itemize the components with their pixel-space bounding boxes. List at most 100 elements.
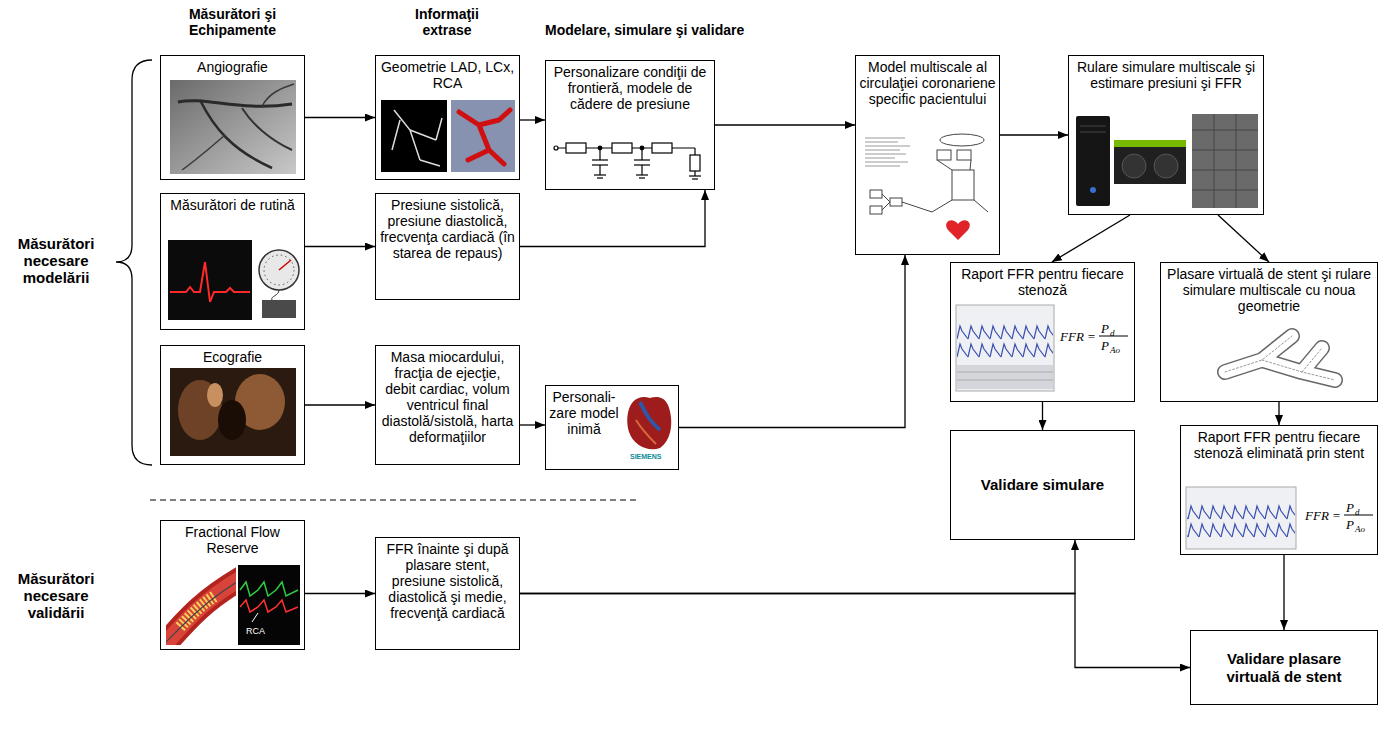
process-box: Ecografie bbox=[160, 345, 305, 465]
formula-text: P bbox=[1101, 338, 1109, 353]
process-box: Presiune sistolică, presiune diastolică,… bbox=[375, 193, 520, 300]
circuit-symbol bbox=[612, 143, 632, 153]
heart-model-image bbox=[627, 397, 671, 449]
box-text: FFR înainte şi după plasare stent, presi… bbox=[376, 538, 519, 624]
connector-arrow bbox=[305, 404, 375, 405]
ffr-curve-chart bbox=[957, 365, 1053, 389]
circuit-symbol bbox=[694, 171, 695, 176]
process-box: Raport FFR pentru fiecare stenoză elimin… bbox=[1180, 425, 1378, 555]
connector-arrow bbox=[520, 424, 545, 425]
model-schematic-image bbox=[865, 138, 905, 139]
connector-arrow bbox=[305, 117, 375, 118]
connector-arrow bbox=[679, 255, 905, 428]
separator-line bbox=[150, 499, 640, 500]
ffr-curve-chart bbox=[957, 380, 1053, 381]
box-text: Raport FFR pentru fiecare stenoză bbox=[951, 263, 1134, 301]
brace bbox=[116, 60, 152, 465]
box-text: Model multiscale al circulaţiei coronari… bbox=[856, 56, 999, 110]
ffr-curve-chart bbox=[1186, 487, 1296, 549]
circuit-symbol bbox=[690, 155, 700, 171]
vessel-mesh-image bbox=[459, 110, 510, 164]
validation-box: Validare plasare virtuală de stent bbox=[1190, 630, 1378, 705]
ffr-curve-chart bbox=[956, 305, 1054, 391]
angiography-image bbox=[200, 100, 272, 168]
circuit-symbol bbox=[597, 177, 603, 178]
model-schematic-image bbox=[870, 190, 882, 198]
ffr-wire-image bbox=[166, 580, 236, 645]
box-text: Plasare virtuală de stent şi rulare simu… bbox=[1161, 263, 1377, 317]
model-schematic-image bbox=[865, 154, 906, 155]
group-label: Măsurători necesare modelării bbox=[2, 235, 110, 286]
process-box: Geometrie LAD, LCx, RCA bbox=[375, 55, 520, 180]
circuit-symbol bbox=[641, 165, 642, 175]
connector-arrow bbox=[1052, 215, 1130, 262]
ffr-wire-image bbox=[166, 576, 236, 645]
box-text: Fractional Flow Reserve bbox=[161, 521, 304, 559]
model-schematic-image bbox=[940, 134, 984, 146]
angiography-image bbox=[242, 108, 292, 150]
stented-vessel-image bbox=[1225, 336, 1335, 380]
formula-subscript: d bbox=[1110, 328, 1115, 338]
box-text: Validare simulare bbox=[973, 472, 1112, 498]
box-text: Angiografie bbox=[161, 56, 304, 78]
process-box: Fractional Flow Reserve bbox=[160, 520, 305, 650]
computer-hardware-image bbox=[1192, 190, 1258, 191]
box-text: Personalizare condiţii de frontieră, mod… bbox=[546, 61, 714, 115]
blood-pressure-gauge bbox=[259, 250, 299, 290]
computer-hardware-image bbox=[1076, 114, 1258, 208]
model-schematic-image bbox=[882, 202, 890, 210]
model-schematic-image bbox=[890, 198, 902, 206]
computer-hardware-image bbox=[1192, 114, 1258, 208]
column-header: Măsurători şi Echipamente bbox=[160, 6, 305, 38]
echo-image bbox=[218, 400, 246, 440]
connector-arrow bbox=[520, 190, 705, 247]
ffr-wire-image bbox=[166, 563, 236, 645]
screen-label: RCA bbox=[246, 626, 265, 636]
process-box: Plasare virtuală de stent şi rulare simu… bbox=[1160, 262, 1378, 402]
model-schematic-image bbox=[932, 200, 952, 212]
computer-hardware-image bbox=[1192, 130, 1258, 131]
computer-hardware-image bbox=[1080, 126, 1106, 127]
circuit-symbol bbox=[594, 174, 606, 175]
ecg-image bbox=[168, 240, 252, 320]
ffr-wire-image bbox=[240, 600, 298, 612]
computer-hardware-image bbox=[1080, 132, 1106, 133]
circuit-symbol bbox=[598, 146, 602, 150]
circuit-symbol bbox=[692, 178, 698, 179]
ffr-curve-chart bbox=[1187, 522, 1295, 540]
box-text: Geometrie LAD, LCx, RCA bbox=[376, 56, 519, 94]
model-schematic-image bbox=[937, 160, 952, 170]
box-text: Validare plasare virtuală de stent bbox=[1191, 646, 1377, 690]
circuit-symbol bbox=[554, 143, 701, 179]
column-header: Informaţii extrase bbox=[397, 6, 497, 38]
ffr-wire-image bbox=[238, 565, 300, 645]
process-box: Model multiscale al circulaţiei coronari… bbox=[855, 55, 1000, 255]
process-box: Rulare simulare multiscale şi estimare p… bbox=[1068, 55, 1264, 215]
blood-pressure-gauge bbox=[272, 290, 279, 300]
vessel-mesh-image bbox=[451, 100, 515, 172]
connector-arrow bbox=[1042, 402, 1043, 430]
circuit-symbol bbox=[694, 148, 695, 155]
echo-image bbox=[170, 368, 296, 456]
model-schematic-image bbox=[865, 150, 900, 151]
model-schematic-image bbox=[952, 170, 974, 200]
model-schematic-image bbox=[865, 142, 898, 143]
brace bbox=[116, 60, 152, 465]
ffr-wire-image bbox=[166, 576, 236, 645]
echo-image bbox=[178, 380, 222, 440]
model-schematic-image bbox=[862, 134, 994, 248]
connector-arrow bbox=[520, 540, 1075, 594]
computer-hardware-image bbox=[1214, 114, 1215, 208]
circuit-symbol bbox=[566, 143, 586, 153]
model-schematic-image bbox=[970, 160, 971, 170]
model-schematic-image bbox=[865, 138, 910, 166]
box-text: Presiune sistolică, presiune diastolică,… bbox=[376, 194, 519, 264]
circuit-symbol bbox=[554, 146, 558, 150]
ecg-image bbox=[168, 240, 252, 320]
blood-pressure-gauge bbox=[264, 255, 294, 285]
computer-hardware-image bbox=[1192, 150, 1258, 151]
computer-hardware-image bbox=[1076, 116, 1110, 206]
angiography-image bbox=[170, 80, 296, 174]
formula-subscript: d bbox=[1355, 507, 1360, 517]
